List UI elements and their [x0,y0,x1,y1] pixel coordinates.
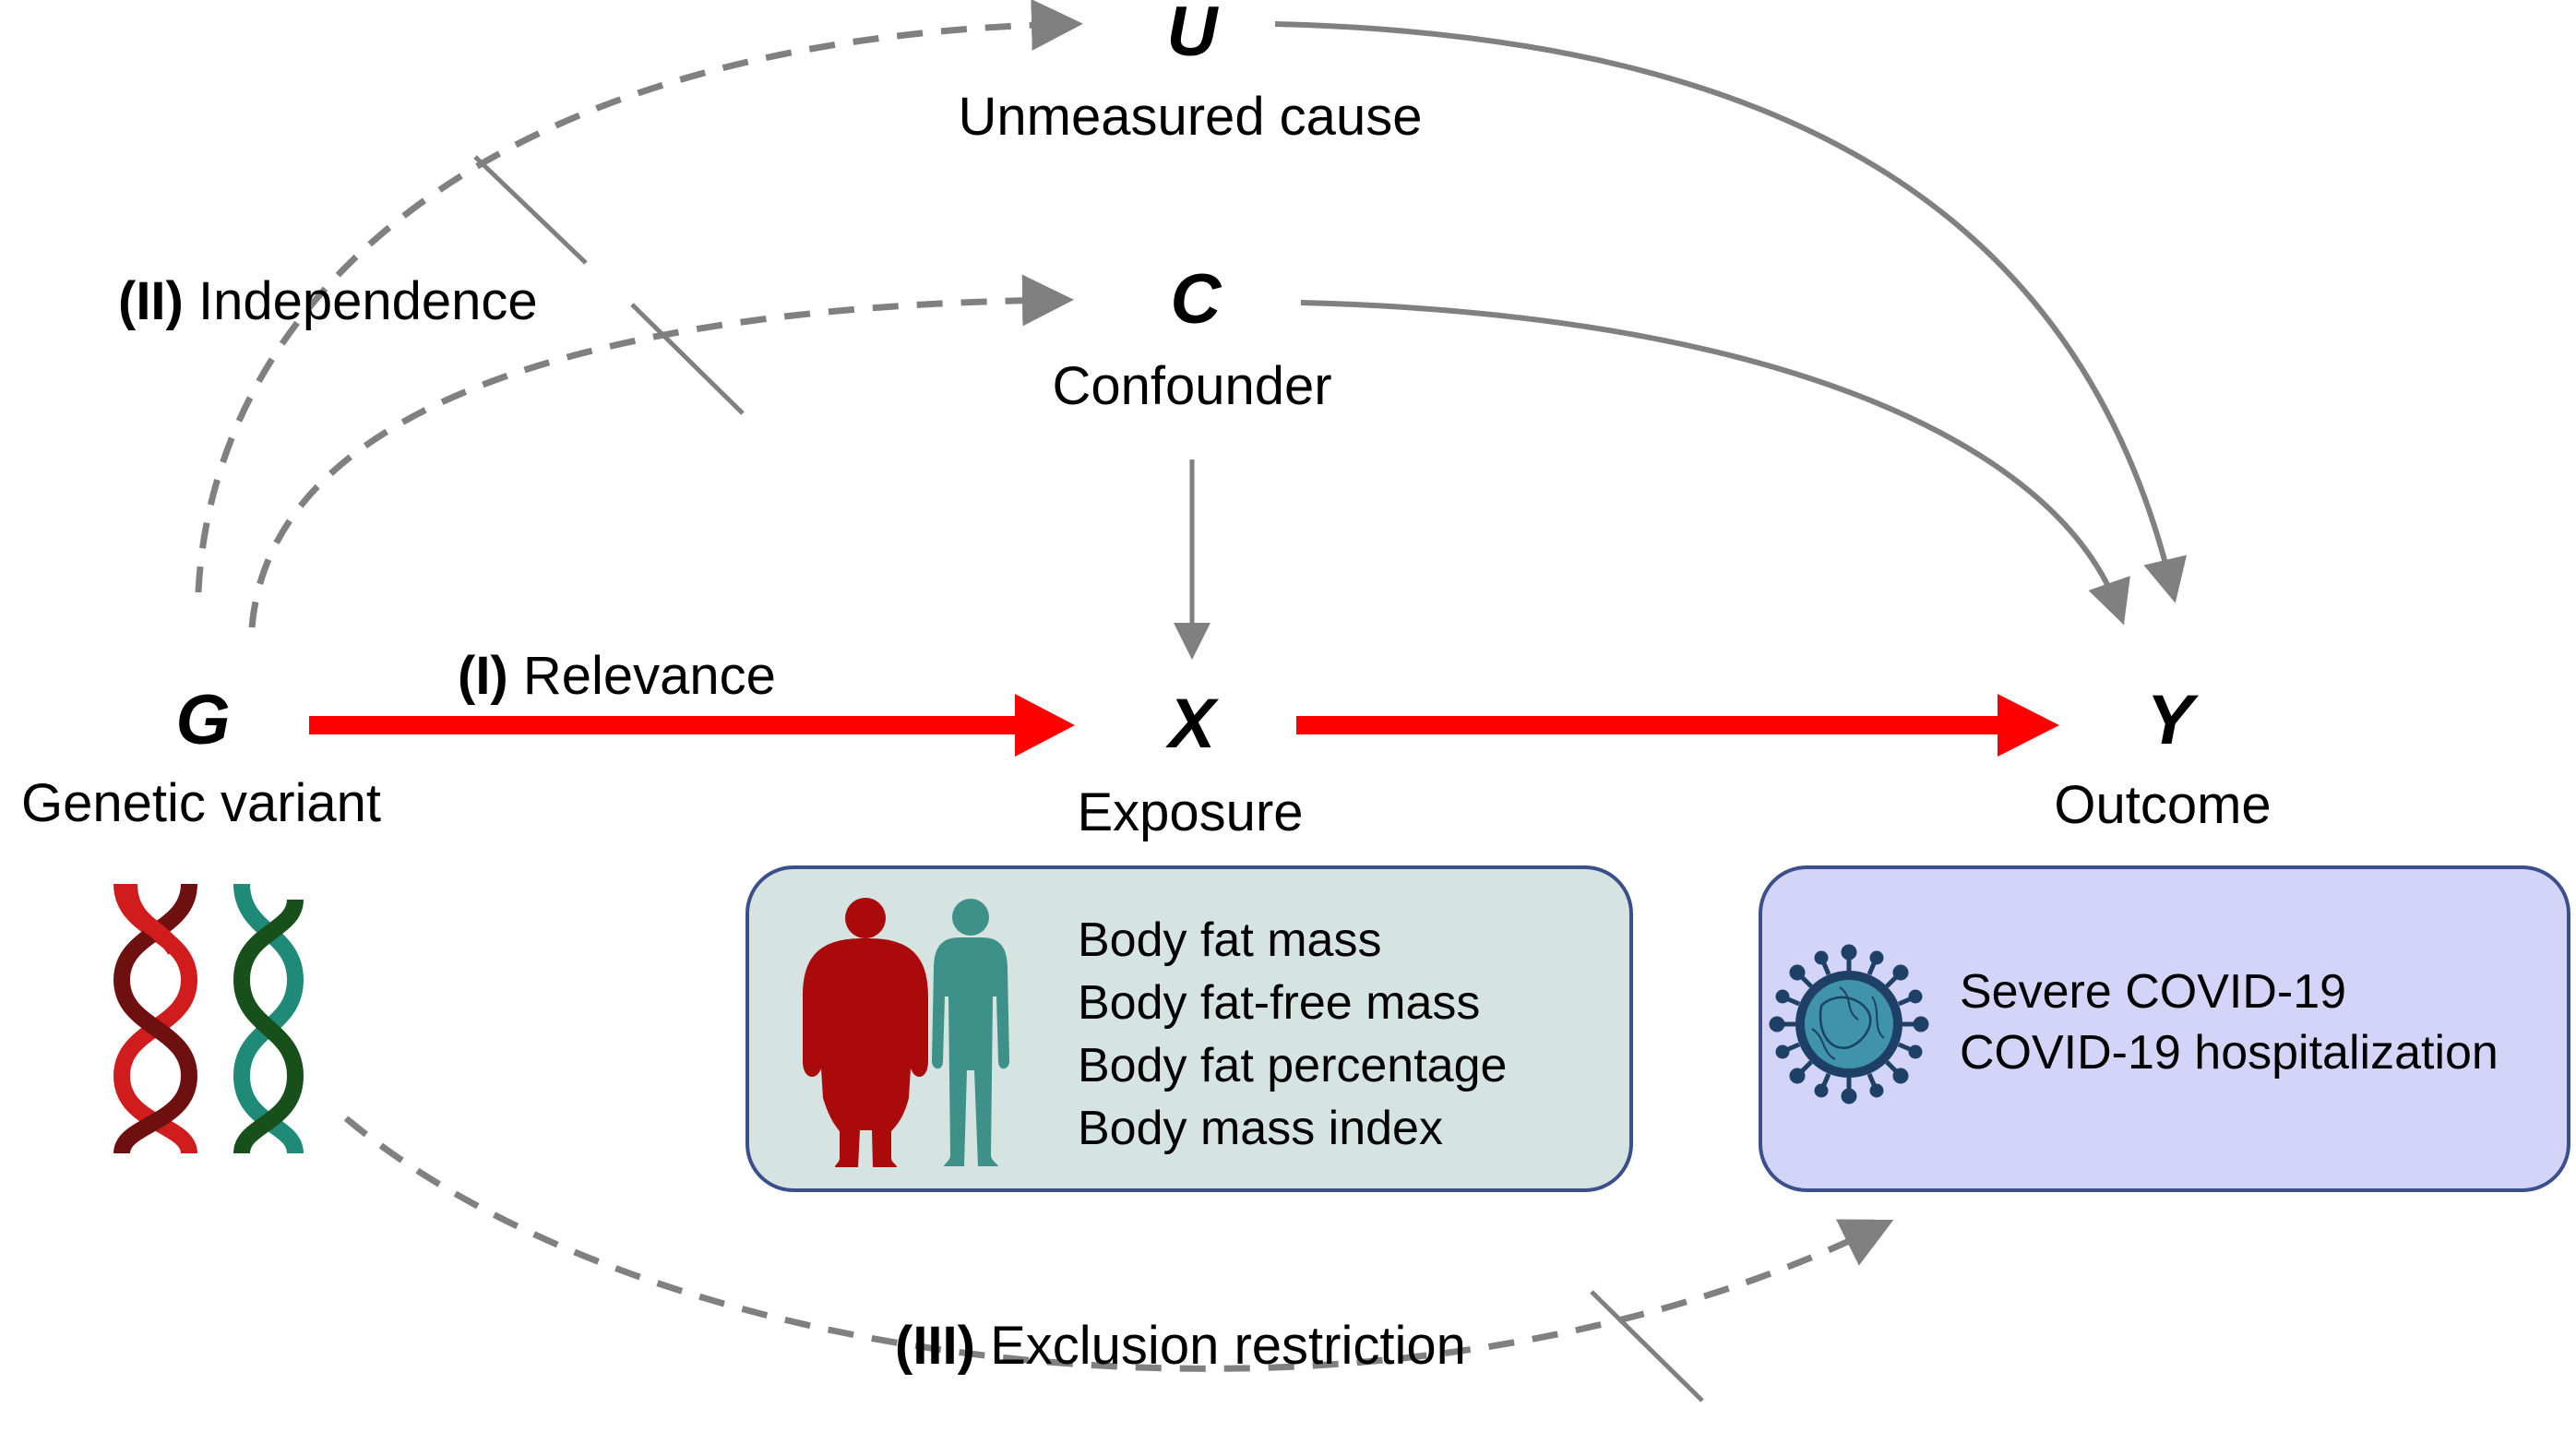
outcome-box [1759,865,2570,1192]
node-x-symbol: X [1165,685,1220,763]
arrow-x-to-y [1296,694,2059,757]
node-u-symbol: U [1167,0,1220,71]
exposure-item: Body mass index [1078,1102,1443,1155]
independence-label: (II) Independence [118,271,538,331]
dna-helix-green-icon [233,883,304,1155]
node-x-label: Exposure [1077,782,1303,842]
obese-person-icon [803,898,928,1167]
exclusion-label: (III) Exclusion restriction [895,1316,1466,1376]
arrow-u-to-y [1274,21,2188,603]
outcome-item: COVID-19 hospitalization [1960,1026,2498,1080]
node-y-symbol: Y [2147,681,2200,759]
node-c-label: Confounder [1052,356,1331,416]
block-mark-exclusion [1590,1290,1704,1402]
coronavirus-icon [1769,944,1929,1104]
node-u-label: Unmeasured cause [959,87,1423,147]
outcome-item: Severe COVID-19 [1960,965,2346,1019]
exposure-item: Body fat mass [1078,913,1381,967]
arrow-g-to-u-dashed [195,0,1083,593]
dna-helix-red-icon [113,883,198,1155]
arrow-g-to-c-dashed [248,274,1074,628]
relevance-label: (I) Relevance [458,646,776,706]
node-y-label: Outcome [2054,775,2271,835]
exposure-item: Body fat-free mass [1078,976,1480,1030]
arrow-g-to-y-dashed [343,1116,1894,1372]
node-g-symbol: G [175,681,230,759]
block-mark-confounder [630,303,745,415]
lean-person-icon [932,899,1009,1166]
arrow-c-to-y [1300,300,2130,626]
node-g-label: Genetic variant [21,773,381,833]
block-mark-unmeasured [473,155,588,265]
exclusion-number: (III) [895,1316,975,1376]
relevance-text: Relevance [508,646,776,706]
independence-text: Independence [184,271,538,331]
exclusion-text: Exclusion restriction [975,1316,1466,1376]
relevance-number: (I) [458,646,508,706]
exposure-item: Body fat percentage [1078,1039,1507,1092]
node-c-symbol: C [1171,260,1222,339]
arrow-g-to-x [309,694,1075,757]
independence-number: (II) [118,271,184,331]
